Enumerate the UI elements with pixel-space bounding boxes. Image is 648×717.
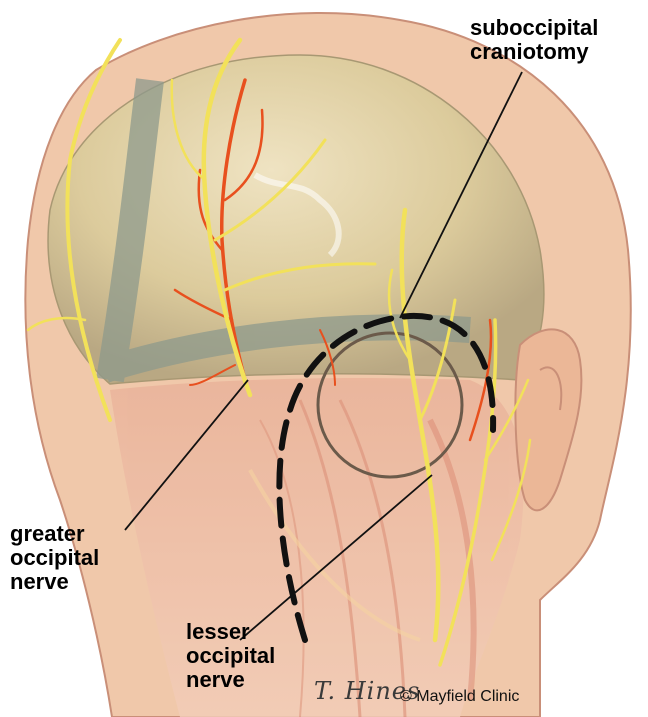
suboccipital-craniotomy-label: suboccipital craniotomy <box>470 16 598 64</box>
label-line: nerve <box>186 668 275 692</box>
label-line: greater <box>10 522 99 546</box>
copyright-credit: © Mayfield Clinic <box>400 688 519 706</box>
label-line: occipital <box>10 546 99 570</box>
label-line: nerve <box>10 570 99 594</box>
label-line: suboccipital <box>470 16 598 40</box>
label-line: lesser <box>186 620 275 644</box>
neck-muscles <box>110 378 523 717</box>
lesser-occipital-nerve-label: lesser occipital nerve <box>186 620 275 692</box>
label-line: occipital <box>186 644 275 668</box>
label-line: craniotomy <box>470 40 598 64</box>
greater-occipital-nerve-label: greater occipital nerve <box>10 522 99 594</box>
